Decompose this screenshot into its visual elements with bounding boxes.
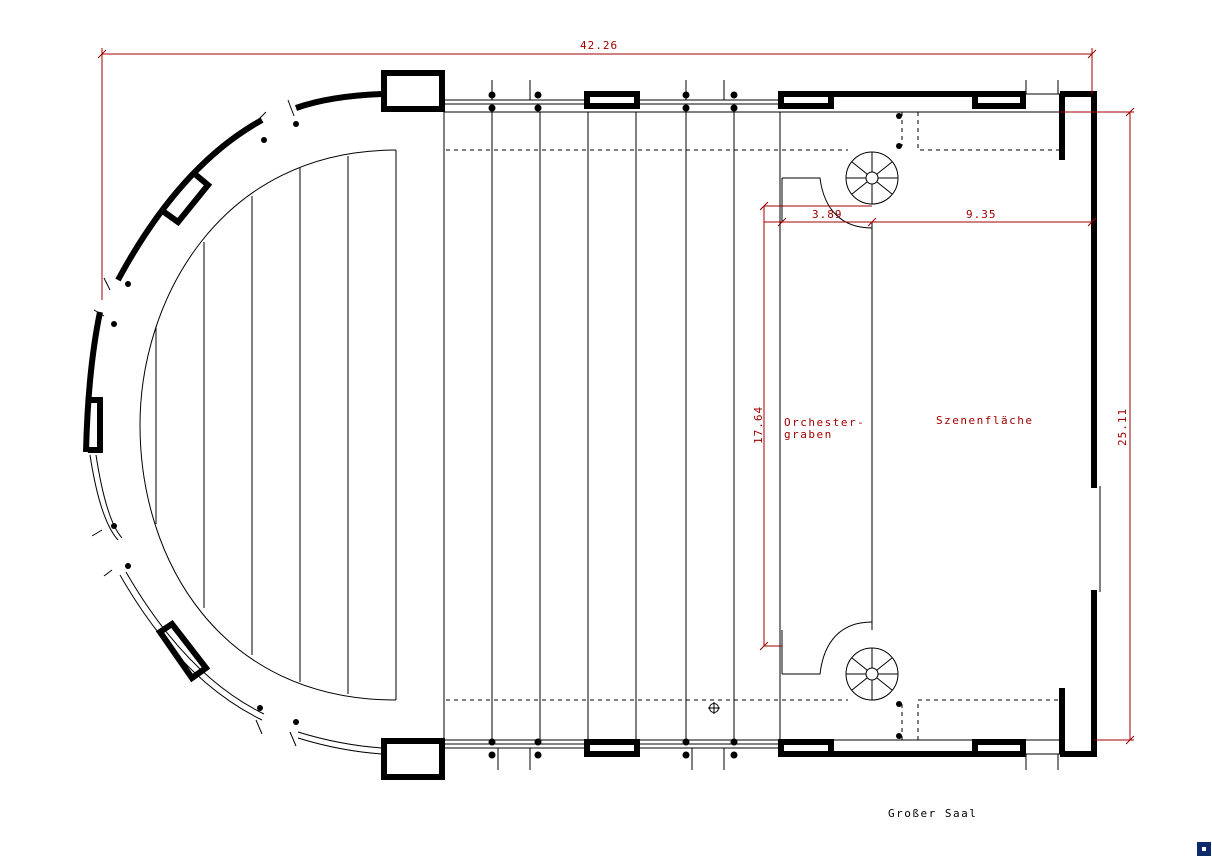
bottom-bays xyxy=(488,738,1059,770)
dim-stage-width: 9.35 xyxy=(966,208,997,221)
hall-body xyxy=(381,70,1101,780)
spiral-stair-top xyxy=(845,151,899,205)
dim-orchestra-width: 3.89 xyxy=(812,208,843,221)
curved-outer-wall xyxy=(83,91,383,755)
dim-orchestra-depth: 17.64 xyxy=(752,406,765,444)
square-icon[interactable] xyxy=(1197,842,1211,856)
drawing-title: Großer Saal xyxy=(888,807,977,820)
dimension-lines: 42.26 3.89 9.35 17.64 25.11 xyxy=(97,39,1135,745)
crosshair-icon xyxy=(708,702,720,714)
top-bays xyxy=(488,80,1059,112)
seating-area xyxy=(139,149,397,701)
dim-total-width: 42.26 xyxy=(580,39,618,52)
dim-stage-depth: 25.11 xyxy=(1116,408,1129,446)
spiral-stair-bottom xyxy=(845,647,899,701)
orchestra-pit-label-line2: graben xyxy=(784,428,833,441)
orchestra-pit-label-line1: Orchester- xyxy=(784,416,865,429)
stage-label: Szenenfläche xyxy=(936,414,1033,427)
